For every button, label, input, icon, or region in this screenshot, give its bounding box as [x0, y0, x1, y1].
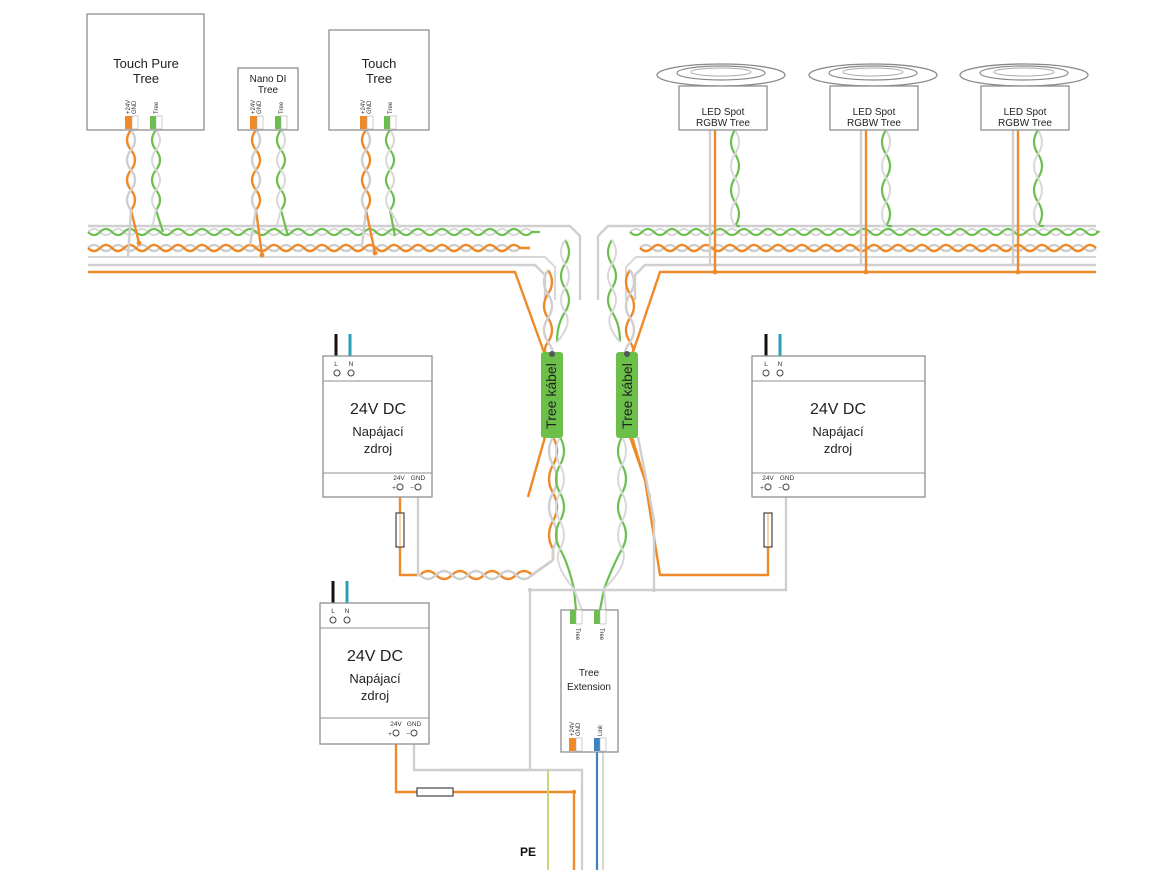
- psu-label: Napájací: [352, 424, 404, 439]
- psu-voltage: 24V DC: [810, 401, 866, 418]
- psu-label: Napájací: [812, 424, 864, 439]
- device-led-spot-1: LED Spot RGBW Tree: [656, 63, 786, 131]
- cable-label: Tree kábel: [543, 363, 559, 429]
- pin-gnd: GND: [257, 100, 263, 114]
- right-bus: [596, 224, 1101, 358]
- psu-label: Napájací: [349, 671, 401, 686]
- device-subtitle: Tree: [366, 71, 392, 86]
- tree-extension: Tree Tree Tree Extension +24V GND Link: [560, 609, 619, 753]
- device-subtitle: Extension: [567, 682, 611, 693]
- svg-text:+: +: [760, 485, 764, 492]
- device-drops: [125, 129, 1044, 275]
- device-subtitle: RGBW Tree: [847, 118, 901, 129]
- device-subtitle: RGBW Tree: [998, 118, 1052, 129]
- svg-text:24V: 24V: [393, 475, 405, 482]
- svg-text:−: −: [406, 731, 410, 738]
- device-subtitle: RGBW Tree: [696, 118, 750, 129]
- psu-3: L N 24V DC Napájací zdroj 24V GND + −: [319, 581, 430, 745]
- pin-tree: Tree: [154, 101, 160, 114]
- psu-voltage: 24V DC: [347, 648, 403, 665]
- left-bus: [87, 224, 582, 358]
- pin-gnd: GND: [132, 100, 138, 114]
- pe-label: PE: [520, 845, 536, 859]
- svg-text:GND: GND: [411, 475, 426, 482]
- device-subtitle: Tree: [258, 85, 279, 96]
- device-nano-di: Nano DI Tree +24V GND Tree: [237, 67, 299, 131]
- device-title: LED Spot: [853, 107, 896, 118]
- svg-text:N: N: [349, 361, 354, 368]
- svg-text:GND: GND: [407, 721, 422, 728]
- svg-text:GND: GND: [576, 722, 582, 736]
- device-title: Touch: [362, 56, 397, 71]
- device-title: Tree: [579, 668, 600, 679]
- svg-text:−: −: [778, 485, 782, 492]
- svg-text:+: +: [388, 731, 392, 738]
- svg-text:zdroj: zdroj: [824, 441, 852, 456]
- svg-text:+24V: +24V: [570, 722, 576, 736]
- pin-tree: Tree: [279, 101, 285, 114]
- svg-text:−: −: [410, 485, 414, 492]
- device-title: Touch Pure: [113, 56, 179, 71]
- svg-text:+: +: [392, 485, 396, 492]
- svg-text:L: L: [334, 361, 338, 368]
- tree-cable-right: Tree kábel: [616, 351, 638, 438]
- pin-tree: Tree: [388, 101, 394, 114]
- device-led-spot-3: LED Spot RGBW Tree: [959, 63, 1089, 131]
- svg-text:24V: 24V: [762, 475, 774, 482]
- psu-2: L N 24V DC Napájací zdroj 24V GND + −: [751, 334, 926, 498]
- svg-text:Tree: Tree: [574, 628, 580, 641]
- device-touch: Touch Tree +24V GND Tree: [328, 29, 430, 131]
- svg-text:Link: Link: [598, 724, 604, 736]
- pin-gnd: GND: [367, 100, 373, 114]
- device-led-spot-2: LED Spot RGBW Tree: [808, 63, 938, 131]
- device-subtitle: Tree: [133, 71, 159, 86]
- pin-power: +24V: [251, 100, 257, 114]
- svg-text:N: N: [345, 608, 350, 615]
- device-title: LED Spot: [1004, 107, 1047, 118]
- svg-text:zdroj: zdroj: [364, 441, 392, 456]
- device-touch-pure: Touch Pure Tree +24V GND Tree: [86, 13, 205, 131]
- svg-text:zdroj: zdroj: [361, 688, 389, 703]
- tree-cable-left: Tree kábel: [541, 351, 563, 438]
- svg-text:L: L: [764, 361, 768, 368]
- device-title: Nano DI: [250, 74, 287, 85]
- psu-1: L N 24V DC Napájací zdroj 24V GND + −: [322, 334, 433, 498]
- svg-text:GND: GND: [780, 475, 795, 482]
- pin-power: +24V: [361, 100, 367, 114]
- svg-text:N: N: [778, 361, 783, 368]
- device-title: LED Spot: [702, 107, 745, 118]
- pin-power: +24V: [126, 100, 132, 114]
- svg-text:Tree: Tree: [598, 628, 604, 641]
- svg-text:24V: 24V: [390, 721, 402, 728]
- psu-voltage: 24V DC: [350, 401, 406, 418]
- lower-wiring: [394, 436, 788, 870]
- svg-text:L: L: [331, 608, 335, 615]
- cable-label: Tree kábel: [619, 363, 635, 429]
